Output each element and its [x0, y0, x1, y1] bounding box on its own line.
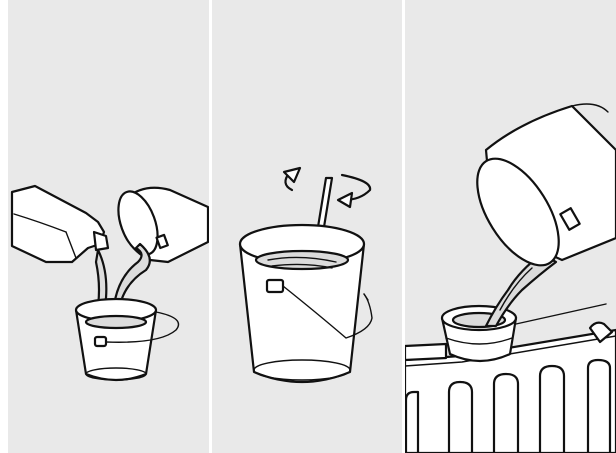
- panel-divider: [402, 0, 405, 453]
- bucket-icon: [240, 225, 372, 382]
- panel-divider: [209, 0, 212, 453]
